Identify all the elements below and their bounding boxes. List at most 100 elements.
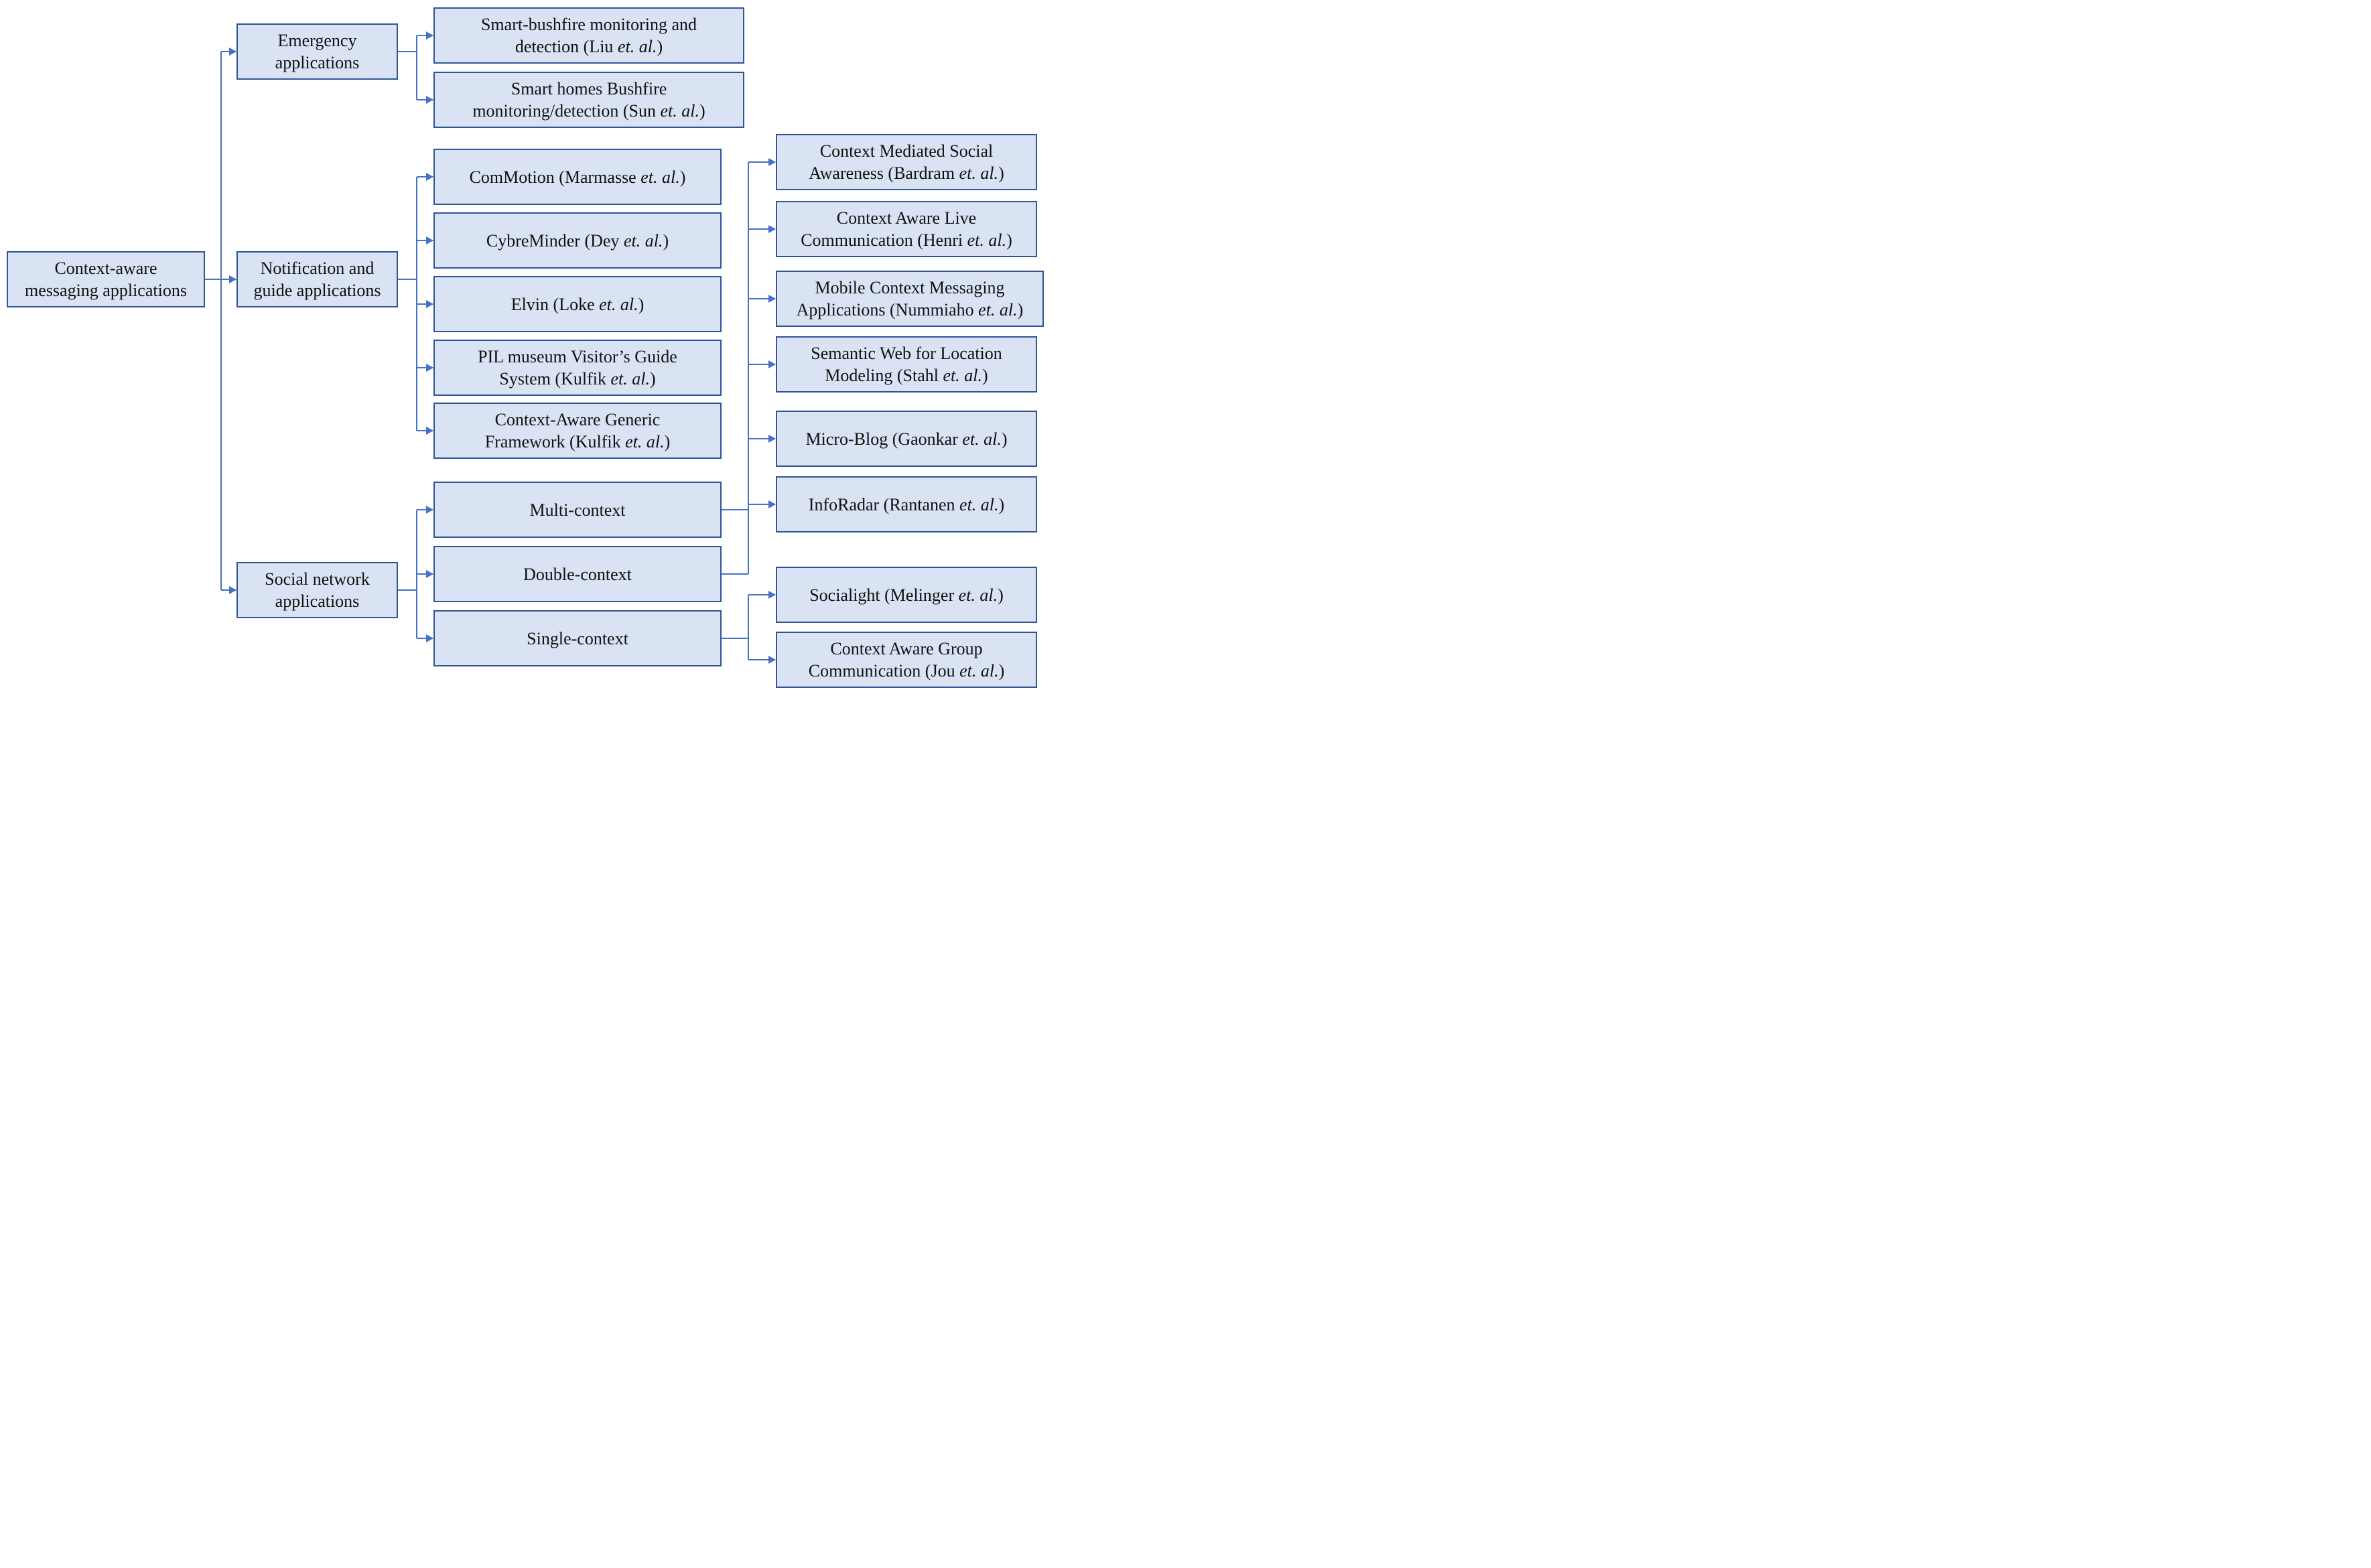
arrow-head xyxy=(229,48,236,56)
node-text: Emergency xyxy=(277,31,357,50)
node-text: Semantic Web for Location xyxy=(811,344,1002,363)
node-text-line: Multi-context xyxy=(530,499,626,521)
citation-close: ) xyxy=(657,37,663,56)
connector-lines xyxy=(205,31,776,664)
arrow-head xyxy=(768,158,776,166)
node-text: Social network xyxy=(265,569,370,589)
node-text: Awareness (Bardram xyxy=(809,163,959,183)
arrow-head xyxy=(426,364,433,372)
citation-etal: et. al. xyxy=(599,294,638,314)
node-text: Modeling (Stahl xyxy=(825,366,943,385)
citation-close: ) xyxy=(1017,300,1024,319)
node-text-line: Context Aware Group xyxy=(830,638,982,660)
node-text: guide applications xyxy=(253,281,381,300)
node-text-line: ComMotion (Marmasse et. al.) xyxy=(470,166,686,188)
node-commotion: ComMotion (Marmasse et. al.) xyxy=(433,149,722,205)
node-text: Framework (Kulfik xyxy=(484,432,626,451)
citation-close: ) xyxy=(1006,230,1012,250)
node-text-line: Communication (Henri et. al.) xyxy=(801,229,1012,251)
node-text-line: guide applications xyxy=(254,279,381,301)
node-text: Context Mediated Social xyxy=(819,141,994,161)
citation-close: ) xyxy=(1001,429,1008,449)
node-text: Context-Aware Generic xyxy=(494,410,661,429)
node-socialight: Socialight (Melinger et. al.) xyxy=(776,567,1037,623)
citation-etal: et. al. xyxy=(958,585,998,605)
node-text: Socialight (Melinger xyxy=(809,585,959,605)
node-notification-guide-applications: Notification and guide applications xyxy=(236,251,398,307)
node-single-context: Single-context xyxy=(433,610,722,666)
citation-close: ) xyxy=(664,432,671,451)
node-text: Elvin (Loke xyxy=(511,294,600,314)
arrow-head xyxy=(768,500,776,508)
node-text-line: Semantic Web for Location xyxy=(811,342,1002,364)
citation-etal: et. al. xyxy=(967,230,1007,250)
arrow-head xyxy=(426,506,433,514)
node-text: CybreMinder (Dey xyxy=(486,230,624,251)
node-text: Notification and xyxy=(260,259,375,278)
citation-close: ) xyxy=(998,585,1004,605)
node-root: Context-aware messaging applications xyxy=(7,251,205,307)
node-text-line: Micro-Blog (Gaonkar et. al.) xyxy=(805,428,1007,450)
node-text-line: Context-aware xyxy=(54,257,157,279)
node-text-line: Notification and xyxy=(261,257,375,279)
arrow-head xyxy=(768,656,776,664)
node-text-line: Smart homes Bushfire xyxy=(511,78,667,100)
citation-close: ) xyxy=(998,494,1005,514)
arrow-head xyxy=(426,570,433,578)
citation-etal: et. al. xyxy=(943,366,983,385)
node-text-line: CybreMinder (Dey et. al.) xyxy=(486,230,669,252)
node-text-line: detection (Liu et. al.) xyxy=(515,35,663,58)
node-text-line: Communication (Jou et. al.) xyxy=(809,660,1005,682)
node-double-context: Double-context xyxy=(433,546,722,602)
node-text-line: Emergency xyxy=(278,29,357,52)
arrow-head xyxy=(768,295,776,303)
citation-etal: et. al. xyxy=(625,432,665,451)
node-text-line: Smart-bushfire monitoring and xyxy=(481,13,697,35)
node-text: applications xyxy=(275,53,360,72)
node-text-line: PIL museum Visitor’s Guide xyxy=(478,346,677,368)
citation-close: ) xyxy=(663,230,669,251)
arrow-head xyxy=(426,300,433,308)
node-text-line: Socialight (Melinger et. al.) xyxy=(809,584,1004,606)
node-text: Applications (Nummiaho xyxy=(796,300,979,319)
citation-close: ) xyxy=(998,163,1004,183)
arrow-head xyxy=(229,275,236,283)
node-micro-blog: Micro-Blog (Gaonkar et. al.) xyxy=(776,411,1037,467)
node-text: Context Aware Group xyxy=(830,639,983,658)
arrow-head xyxy=(768,591,776,599)
citation-close: ) xyxy=(699,101,705,121)
taxonomy-diagram: Context-aware messaging applications Emer… xyxy=(0,0,1051,695)
node-text-line: Context Aware Live xyxy=(837,207,976,229)
node-text: System (Kulfik xyxy=(499,369,611,388)
arrow-head xyxy=(426,31,433,40)
node-text: detection (Liu xyxy=(515,37,618,56)
node-text: PIL museum Visitor’s Guide xyxy=(478,347,677,366)
node-text-line: Awareness (Bardram et. al.) xyxy=(809,162,1004,184)
node-text: ComMotion (Marmasse xyxy=(469,167,641,187)
node-text-line: InfoRadar (Rantanen et. al.) xyxy=(809,494,1004,516)
citation-etal: et. al. xyxy=(640,167,680,187)
arrow-head xyxy=(229,586,236,594)
node-cybreminder: CybreMinder (Dey et. al.) xyxy=(433,212,722,269)
node-text: Multi-context xyxy=(529,500,626,520)
node-text-line: Single-context xyxy=(527,628,628,650)
arrow-head xyxy=(426,634,433,642)
node-text: Micro-Blog (Gaonkar xyxy=(805,429,963,449)
node-text: applications xyxy=(275,591,360,611)
node-text: Single-context xyxy=(527,628,628,648)
node-text-line: Social network xyxy=(265,568,370,590)
node-inforadar: InfoRadar (Rantanen et. al.) xyxy=(776,476,1037,532)
node-text: Smart homes Bushfire xyxy=(511,79,667,98)
node-text: Context Aware Live xyxy=(836,208,977,228)
citation-etal: et. al. xyxy=(623,230,663,251)
node-text: messaging applications xyxy=(25,281,187,300)
citation-etal: et. al. xyxy=(959,661,999,681)
node-text-line: monitoring/detection (Sun et. al.) xyxy=(472,100,705,122)
arrow-head xyxy=(768,435,776,443)
node-text-line: System (Kulfik et. al.) xyxy=(499,368,655,390)
node-emergency-applications: Emergency applications xyxy=(236,23,398,80)
